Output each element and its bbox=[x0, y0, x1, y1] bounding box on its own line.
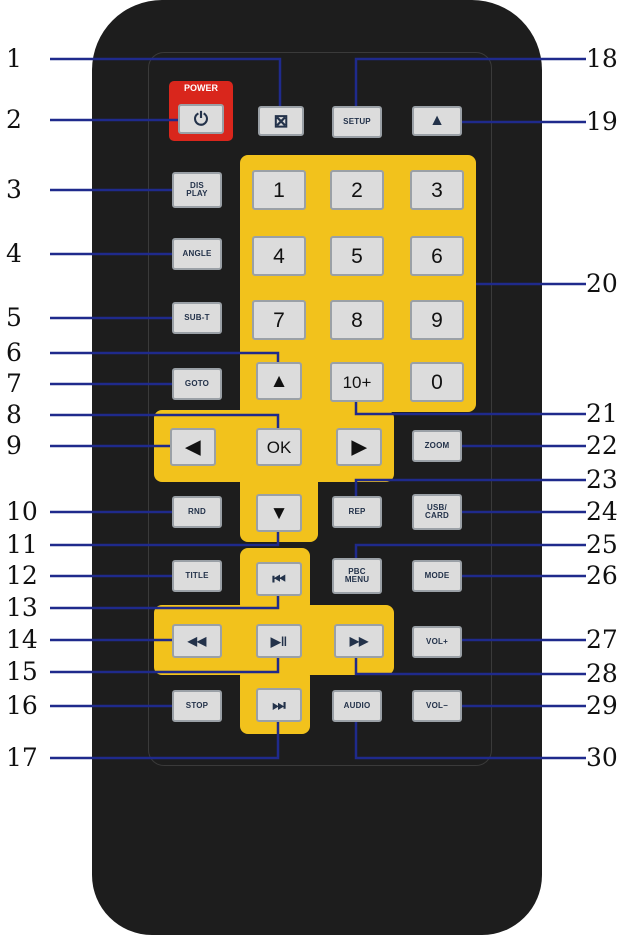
volume-up-button[interactable]: VOL+ bbox=[412, 626, 462, 658]
previous-track-button[interactable]: ⏮ bbox=[256, 562, 302, 596]
callout-26: 26 bbox=[586, 561, 618, 590]
down-arrow-button[interactable]: ▼ bbox=[256, 494, 302, 532]
number-0-button[interactable]: 0 bbox=[410, 362, 464, 402]
right-arrow-button[interactable]: ▶ bbox=[336, 428, 382, 466]
callout-24: 24 bbox=[586, 497, 618, 526]
callout-6: 6 bbox=[6, 338, 22, 367]
number-6-button[interactable]: 6 bbox=[410, 236, 464, 276]
button-panel-outline bbox=[148, 52, 492, 766]
number-8-button[interactable]: 8 bbox=[330, 300, 384, 340]
volume-down-button[interactable]: VOL− bbox=[412, 690, 462, 722]
rewind-button[interactable]: ◀◀ bbox=[172, 624, 222, 658]
subtitle-button[interactable]: SUB-T bbox=[172, 302, 222, 334]
pbc-menu-button[interactable]: PBC MENU bbox=[332, 558, 382, 594]
power-label: POWER bbox=[183, 83, 218, 93]
callout-2: 2 bbox=[6, 105, 22, 134]
callout-17: 17 bbox=[6, 743, 38, 772]
next-track-button[interactable]: ⏭ bbox=[256, 688, 302, 722]
zoom-button[interactable]: ZOOM bbox=[412, 430, 462, 462]
fast-forward-button[interactable]: ▶▶ bbox=[334, 624, 384, 658]
callout-27: 27 bbox=[586, 625, 618, 654]
callout-9: 9 bbox=[6, 431, 22, 460]
goto-button[interactable]: GOTO bbox=[172, 368, 222, 400]
mute-button[interactable]: ⊠ bbox=[258, 106, 304, 136]
audio-button[interactable]: AUDIO bbox=[332, 690, 382, 722]
ok-button[interactable]: OK bbox=[256, 428, 302, 466]
callout-23: 23 bbox=[586, 465, 618, 494]
number-3-button[interactable]: 3 bbox=[410, 170, 464, 210]
callout-11: 11 bbox=[6, 530, 38, 559]
number-9-button[interactable]: 9 bbox=[410, 300, 464, 340]
setup-button[interactable]: SETUP bbox=[332, 106, 382, 138]
callout-3: 3 bbox=[6, 175, 22, 204]
stop-button[interactable]: STOP bbox=[172, 690, 222, 722]
usb-card-button[interactable]: USB/ CARD bbox=[412, 494, 462, 530]
number-4-button[interactable]: 4 bbox=[252, 236, 306, 276]
mode-button[interactable]: MODE bbox=[412, 560, 462, 592]
callout-18: 18 bbox=[586, 44, 618, 73]
callout-22: 22 bbox=[586, 431, 618, 460]
callout-16: 16 bbox=[6, 691, 38, 720]
callout-19: 19 bbox=[586, 107, 618, 136]
repeat-button[interactable]: REP bbox=[332, 496, 382, 528]
callout-8: 8 bbox=[6, 400, 22, 429]
callout-7: 7 bbox=[6, 369, 22, 398]
callout-4: 4 bbox=[6, 239, 22, 268]
play-pause-button[interactable]: ▶‖ bbox=[256, 624, 302, 658]
callout-21: 21 bbox=[586, 399, 618, 428]
callout-29: 29 bbox=[586, 691, 618, 720]
rnd-button[interactable]: RND bbox=[172, 496, 222, 528]
number-7-button[interactable]: 7 bbox=[252, 300, 306, 340]
power-button[interactable]: ⏻ bbox=[178, 104, 224, 134]
number-1-button[interactable]: 1 bbox=[252, 170, 306, 210]
callout-20: 20 bbox=[586, 269, 618, 298]
number-10plus-button[interactable]: 10+ bbox=[330, 362, 384, 402]
number-2-button[interactable]: 2 bbox=[330, 170, 384, 210]
callout-25: 25 bbox=[586, 530, 618, 559]
callout-10: 10 bbox=[6, 497, 38, 526]
angle-button[interactable]: ANGLE bbox=[172, 238, 222, 270]
title-button[interactable]: TITLE bbox=[172, 560, 222, 592]
callout-14: 14 bbox=[6, 625, 38, 654]
callout-1: 1 bbox=[6, 44, 22, 73]
callout-12: 12 bbox=[6, 561, 38, 590]
eject-button[interactable]: ▲ bbox=[412, 106, 462, 136]
left-arrow-button[interactable]: ◀ bbox=[170, 428, 216, 466]
display-button[interactable]: DIS PLAY bbox=[172, 172, 222, 208]
callout-15: 15 bbox=[6, 657, 38, 686]
callout-28: 28 bbox=[586, 659, 618, 688]
up-arrow-button[interactable]: ▲ bbox=[256, 362, 302, 400]
number-5-button[interactable]: 5 bbox=[330, 236, 384, 276]
callout-13: 13 bbox=[6, 593, 38, 622]
callout-30: 30 bbox=[586, 743, 618, 772]
callout-5: 5 bbox=[6, 303, 22, 332]
